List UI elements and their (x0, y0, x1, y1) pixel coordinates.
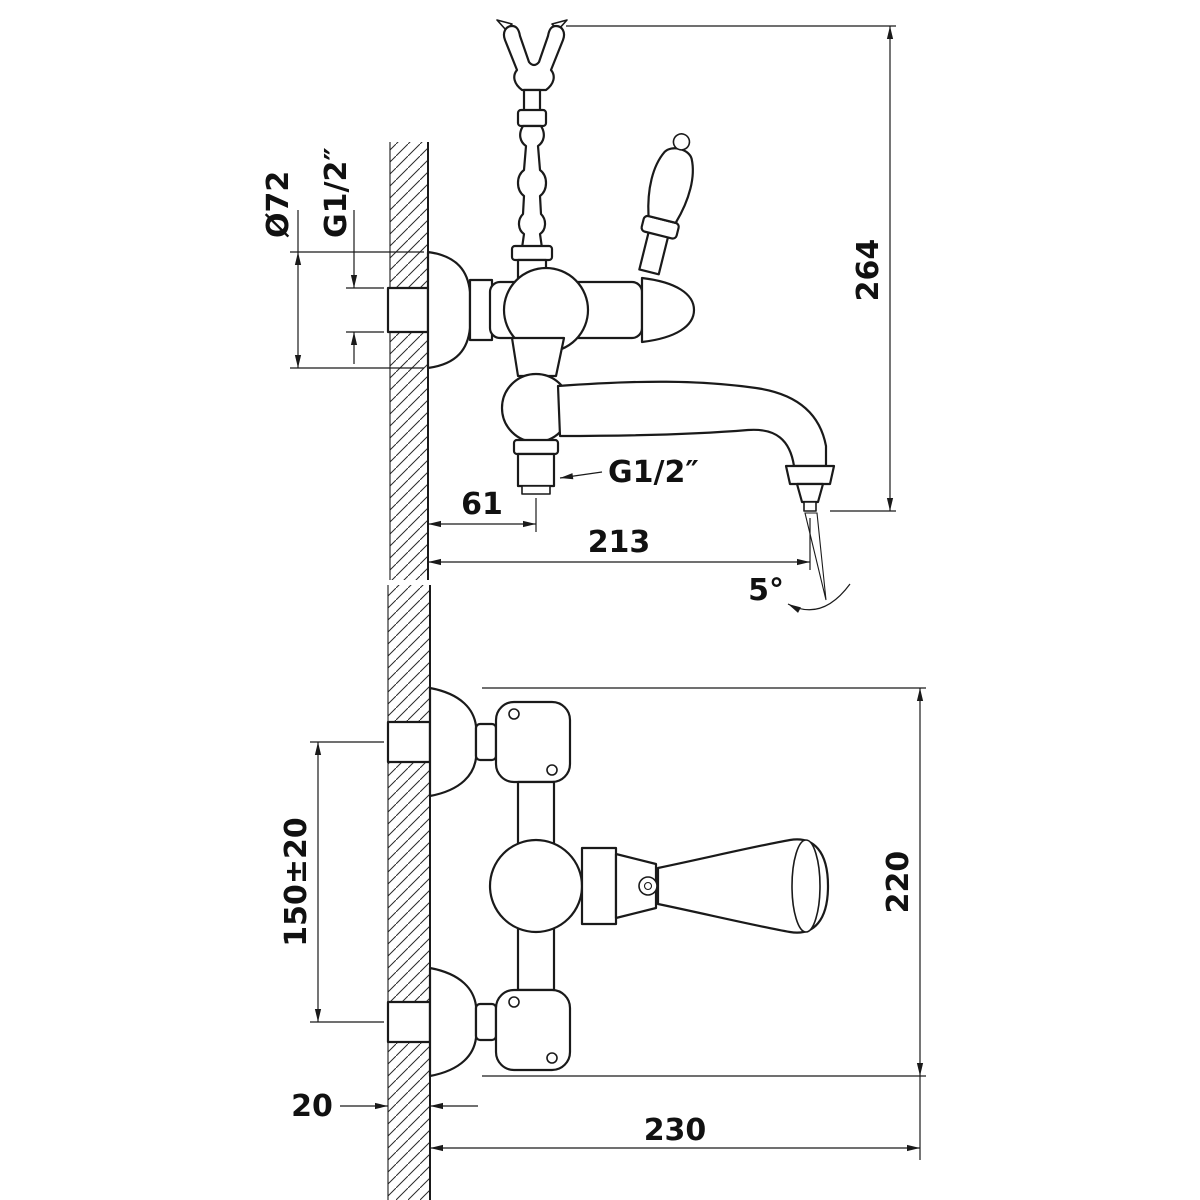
hose-thread (516, 452, 556, 488)
dim-wall-thickness: 20 (291, 1089, 478, 1124)
dim-label-spout-reach: 213 (588, 525, 651, 560)
lower-hub (500, 336, 572, 495)
dim-spout-reach: 213 (428, 518, 811, 570)
handle-end-cap (791, 839, 821, 933)
valve-body-side (488, 266, 696, 354)
dim-hose-thread: G1/2″ (559, 455, 699, 490)
dim-label-hose-offset: 61 (461, 487, 503, 522)
dim-label-overall-height: 264 (851, 239, 886, 302)
body-sphere-front (488, 838, 584, 934)
water-stream (804, 512, 827, 601)
dim-overall-height: 264 (566, 25, 896, 512)
bottom-mount (386, 966, 572, 1078)
side-view: Ø72 G1/2″ 264 61 213 (261, 19, 896, 613)
lever-handle-front (580, 838, 830, 934)
end-dome (640, 276, 696, 344)
wall-section-front (387, 585, 431, 1200)
wall-thread-connector (386, 286, 430, 334)
lever-handle-side (638, 133, 694, 276)
handset-fork (496, 19, 568, 114)
riser-column (510, 108, 554, 288)
handle-screw (638, 876, 658, 896)
dim-label-hose-thread: G1/2″ (608, 455, 699, 490)
hose-collar (512, 438, 560, 456)
dim-label-body-height: 220 (881, 851, 916, 914)
spout (556, 380, 836, 601)
dim-label-overall-width: 230 (644, 1113, 707, 1148)
flange-collar (468, 278, 494, 342)
dim-overall-width: 230 (430, 1076, 921, 1160)
front-view: 150±20 220 20 230 (279, 585, 926, 1200)
top-mount (386, 686, 572, 798)
dim-hose-offset: 61 (428, 487, 537, 532)
dim-label-wall-thread: G1/2″ (319, 147, 354, 238)
wall-section-side (389, 142, 429, 580)
wall-flange (426, 250, 472, 370)
dim-label-mounting-centers: 150±20 (279, 817, 314, 947)
dim-spout-angle: 5° (748, 573, 851, 613)
dim-body-height: 220 (482, 687, 926, 1077)
dim-flange-diameter: Ø72 (261, 171, 424, 369)
dim-mounting-centers: 150±20 (279, 741, 384, 1023)
dim-label-spout-angle: 5° (748, 573, 784, 608)
dim-wall-thread: G1/2″ (319, 147, 384, 364)
dim-label-wall-thickness: 20 (291, 1089, 333, 1124)
dim-label-flange-diameter: Ø72 (261, 171, 296, 238)
body-front (488, 780, 584, 992)
